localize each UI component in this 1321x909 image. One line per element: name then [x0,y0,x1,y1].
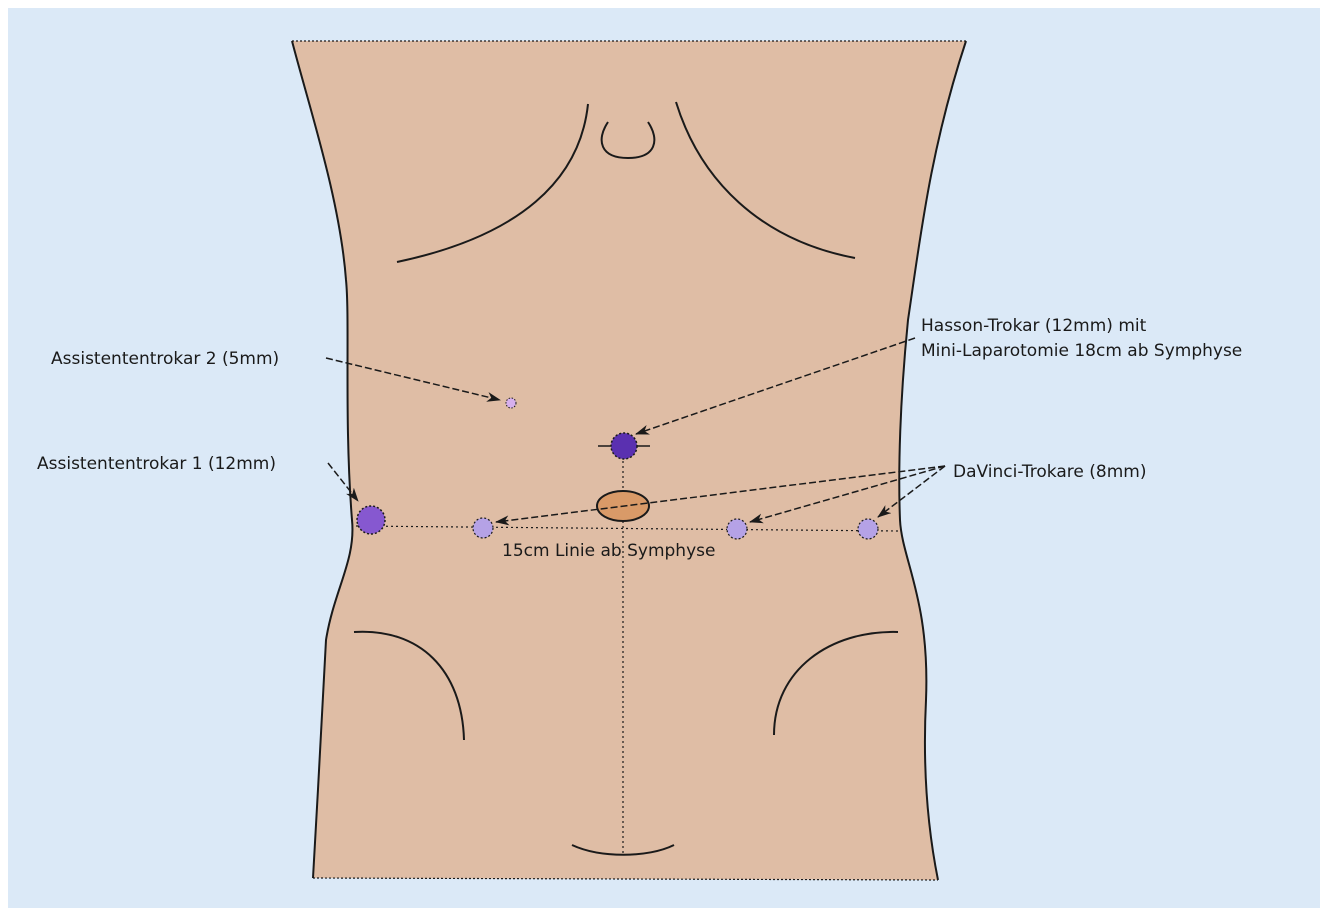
davinci-port-3-marker [858,519,878,539]
davinci-port-1-marker [473,518,493,538]
label-assistant-2: Assistententrokar 2 (5mm) [51,349,279,369]
label-hasson-line2: Mini-Laparotomie 18cm ab Symphyse [921,341,1242,361]
torso-body [292,41,966,880]
label-assistant-1: Assistententrokar 1 (12mm) [37,454,276,474]
label-hasson-line1: Hasson-Trokar (12mm) mit [921,316,1147,336]
assistant-port-2-marker [506,398,516,408]
davinci-port-2-marker [727,519,747,539]
label-davinci: DaVinci-Trokare (8mm) [953,462,1146,482]
assistant-port-1-marker [357,506,385,534]
label-line-15cm: 15cm Linie ab Symphyse [502,541,715,561]
hasson-port-marker [611,433,637,459]
